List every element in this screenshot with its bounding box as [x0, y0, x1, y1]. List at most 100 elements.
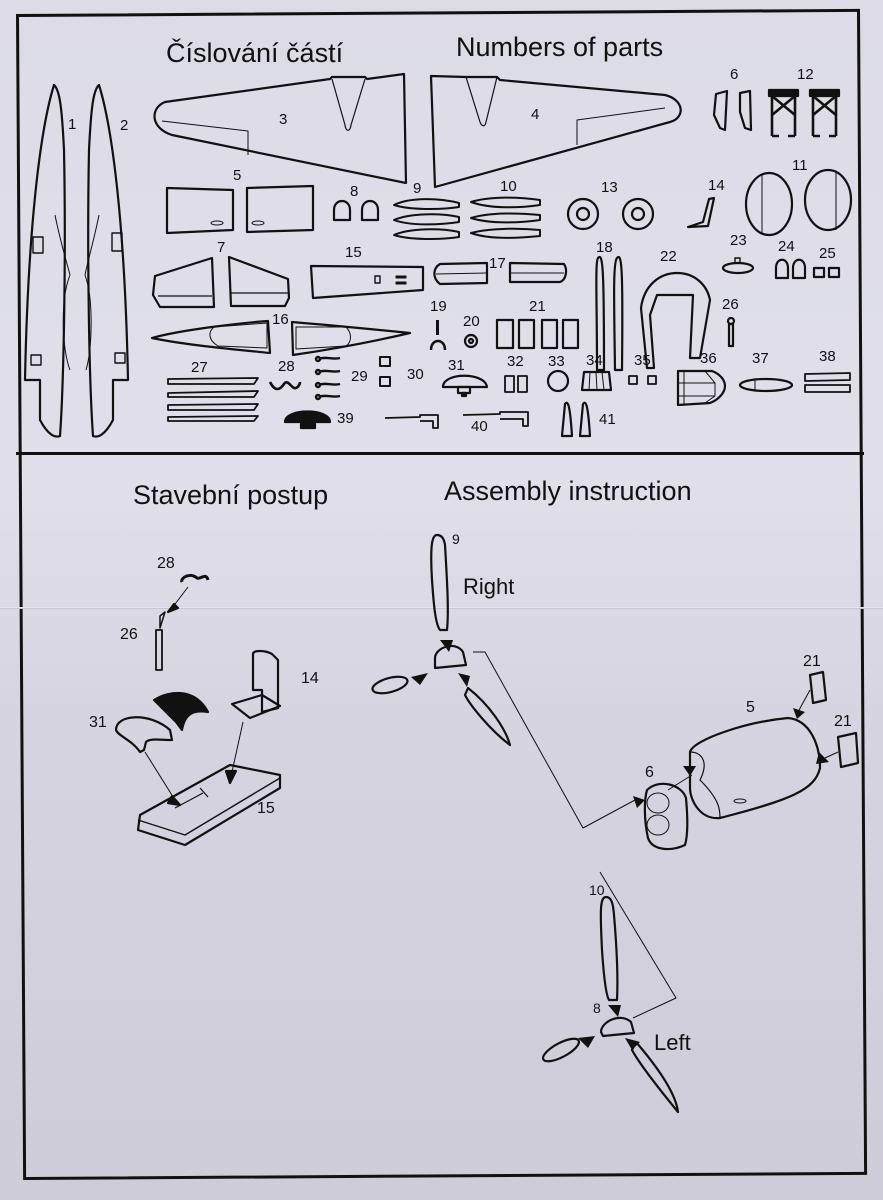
assembly-label: 6: [645, 764, 654, 781]
assembly-label: 28: [157, 555, 175, 572]
part-label: 41: [599, 411, 616, 428]
part-37: [740, 379, 792, 391]
part-label: 34: [586, 352, 603, 369]
part-label: 2: [120, 117, 129, 134]
part-label: 1: [68, 116, 77, 133]
right-prop-blade-label: 9: [452, 531, 460, 547]
part-label: 31: [448, 357, 465, 374]
part-label: 25: [819, 245, 836, 262]
part-label: 21: [529, 298, 546, 315]
part-1-fuselage-left: [25, 85, 70, 437]
part-10-blades: [471, 198, 540, 238]
part-label: 28: [278, 358, 295, 375]
part-29: [316, 357, 340, 399]
part-label: 8: [350, 183, 359, 200]
part-18: [596, 257, 622, 370]
left-prop-spinner-label: 8: [593, 1000, 601, 1016]
part-28: [270, 382, 300, 389]
part-label: 37: [752, 350, 769, 367]
part-label: 30: [407, 366, 424, 383]
part-label: 20: [463, 313, 480, 330]
part-label: 32: [507, 353, 524, 370]
part-label: 16: [272, 311, 289, 328]
part-label: 3: [279, 111, 288, 128]
part-label: 5: [233, 167, 242, 184]
part-13-wheels: [568, 199, 653, 229]
part-7-flaps: [153, 257, 289, 307]
cockpit-assembly: [116, 575, 280, 845]
part-label: 29: [351, 368, 368, 385]
part-2-fuselage-right: [85, 85, 128, 437]
part-label: 40: [471, 418, 488, 435]
part-39: [285, 412, 330, 429]
part-label: 35: [634, 352, 651, 369]
left-prop-side-label: Left: [654, 1030, 691, 1055]
part-label: 6: [730, 66, 739, 83]
part-41: [562, 403, 590, 436]
part-label: 7: [217, 239, 226, 256]
part-label: 33: [548, 353, 565, 370]
part-30: [380, 357, 390, 386]
part-27-struts: [168, 378, 258, 421]
part-6: [714, 91, 751, 130]
parts-title-en: Numbers of parts: [456, 32, 664, 62]
part-label: 22: [660, 248, 677, 265]
left-prop-assembly: [540, 872, 678, 1112]
nacelle-assembly: [645, 672, 858, 849]
part-32: [505, 376, 527, 392]
part-label: 18: [596, 239, 613, 256]
part-16-canopy-frame: [152, 321, 410, 355]
left-prop-blade-label: 10: [589, 882, 605, 898]
part-25: [814, 268, 839, 277]
part-20: [465, 335, 477, 347]
part-14-seat: [688, 198, 714, 227]
part-17: [434, 263, 566, 284]
part-33: [548, 371, 568, 391]
part-21-panels: [497, 320, 578, 348]
right-prop-assembly: [371, 535, 645, 828]
part-24: [776, 260, 805, 278]
part-label: 12: [797, 66, 814, 83]
part-label: 19: [430, 298, 447, 315]
part-label: 26: [722, 296, 739, 313]
assembly-label: 14: [301, 670, 319, 687]
part-26: [728, 318, 734, 346]
assembly-label: 21: [834, 713, 852, 730]
part-label: 15: [345, 244, 362, 261]
part-38: [805, 373, 850, 392]
part-label: 17: [489, 255, 506, 272]
assembly-label: 31: [89, 714, 107, 731]
part-label: 38: [819, 348, 836, 365]
part-23: [723, 258, 753, 273]
part-15-floor: [311, 266, 423, 298]
part-label: 36: [700, 350, 717, 367]
part-label: 9: [413, 180, 422, 197]
assembly-label: 26: [120, 626, 138, 643]
part-35: [629, 376, 656, 384]
right-prop-side-label: Right: [463, 574, 515, 599]
part-9-blades: [394, 199, 459, 239]
paper-fold: [0, 607, 883, 609]
parts-title-cz: Číslování částí: [166, 38, 344, 68]
part-19: [431, 320, 445, 350]
part-4-wing-right: [431, 76, 681, 187]
part-5-nacelle-panels: [167, 186, 313, 233]
part-label: 39: [337, 410, 354, 427]
part-label: 24: [778, 238, 795, 255]
assembly-label: 21: [803, 653, 821, 670]
assembly-label: 15: [257, 800, 275, 817]
part-label: 23: [730, 232, 747, 249]
part-label: 14: [708, 177, 725, 194]
assembly-title-en: Assembly instruction: [444, 476, 692, 506]
part-22-frame: [641, 273, 710, 368]
part-label: 4: [531, 106, 540, 123]
part-34: [582, 372, 611, 390]
assembly-title-cz: Stavební postup: [133, 480, 329, 510]
part-36: [678, 371, 725, 405]
part-label: 13: [601, 179, 618, 196]
part-3-wing-left: [155, 74, 406, 183]
part-11-canopy: [746, 170, 851, 235]
part-label: 10: [500, 178, 517, 195]
part-8-spinner-halves: [334, 201, 378, 220]
